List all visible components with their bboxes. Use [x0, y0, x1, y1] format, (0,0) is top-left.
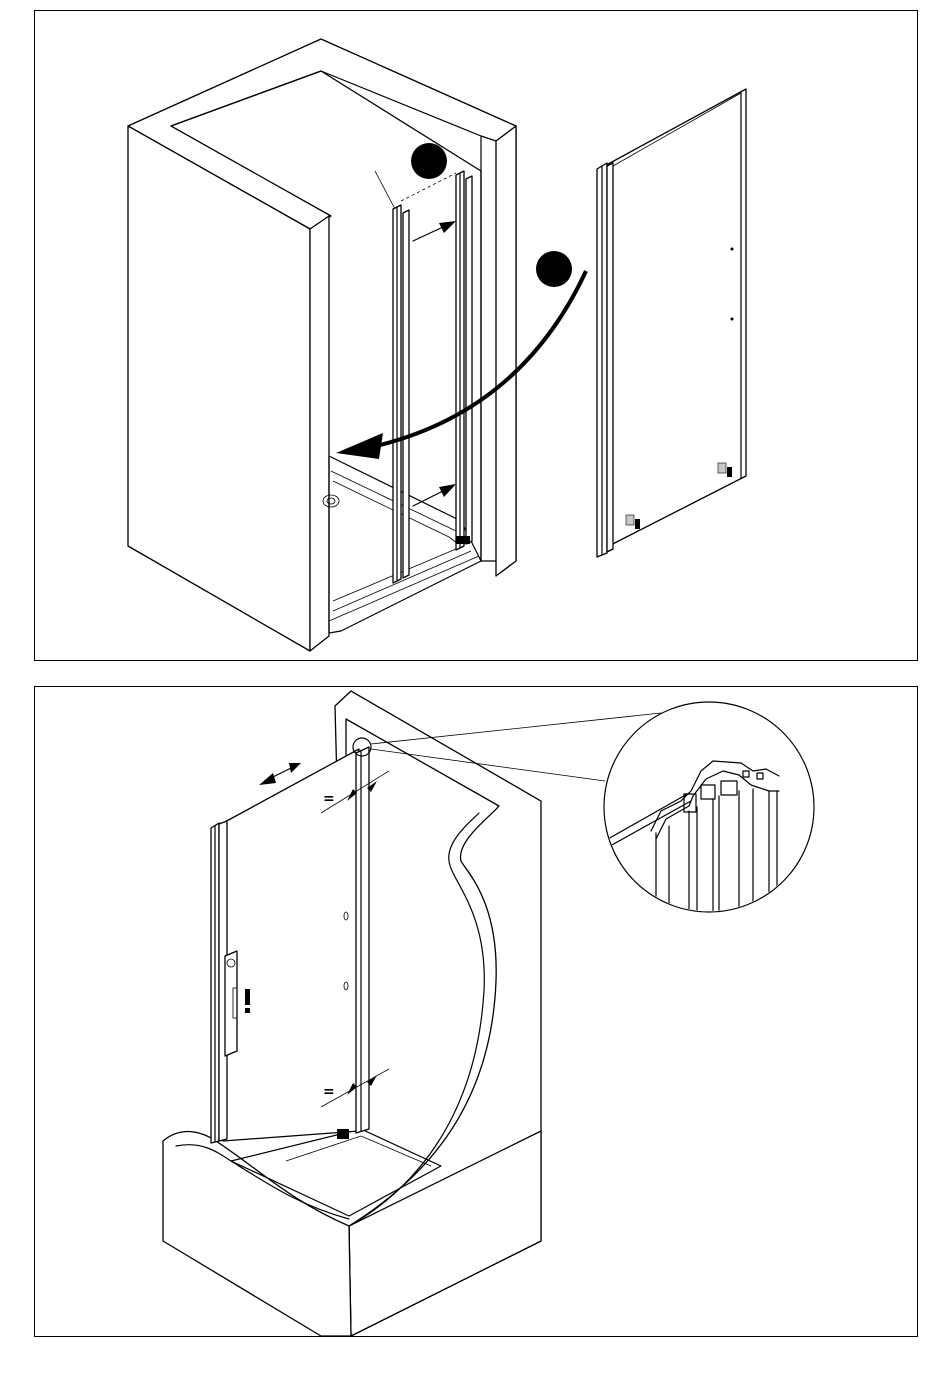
enclosure-right-wall	[496, 126, 516, 576]
step-marker-a	[411, 143, 447, 179]
hinge-block	[456, 536, 470, 544]
leader-line	[375, 171, 395, 209]
double-arrow-icon	[259, 763, 301, 785]
base-wall	[163, 1132, 351, 1336]
door-bracket	[337, 1129, 349, 1139]
pad-upper	[718, 463, 726, 473]
glass-panel	[597, 89, 746, 557]
step-2-panel: = =	[34, 686, 918, 1337]
step-2-illustration: = =	[35, 687, 919, 1338]
step-1-panel	[34, 10, 918, 661]
equal-mark-top: =	[323, 791, 335, 807]
step-1-illustration	[35, 11, 919, 662]
equal-mark-bottom: =	[323, 1084, 335, 1100]
step-marker-b	[536, 251, 572, 287]
wall-edge	[310, 216, 329, 651]
magnifier-detail	[601, 702, 814, 916]
glass-door	[211, 747, 369, 1143]
door-frame	[393, 171, 472, 583]
warning-icon	[245, 989, 250, 1013]
pad-lower	[626, 515, 634, 525]
slide-arrow-upper-icon	[413, 221, 456, 241]
slide-arrow-lower-icon	[413, 484, 456, 506]
